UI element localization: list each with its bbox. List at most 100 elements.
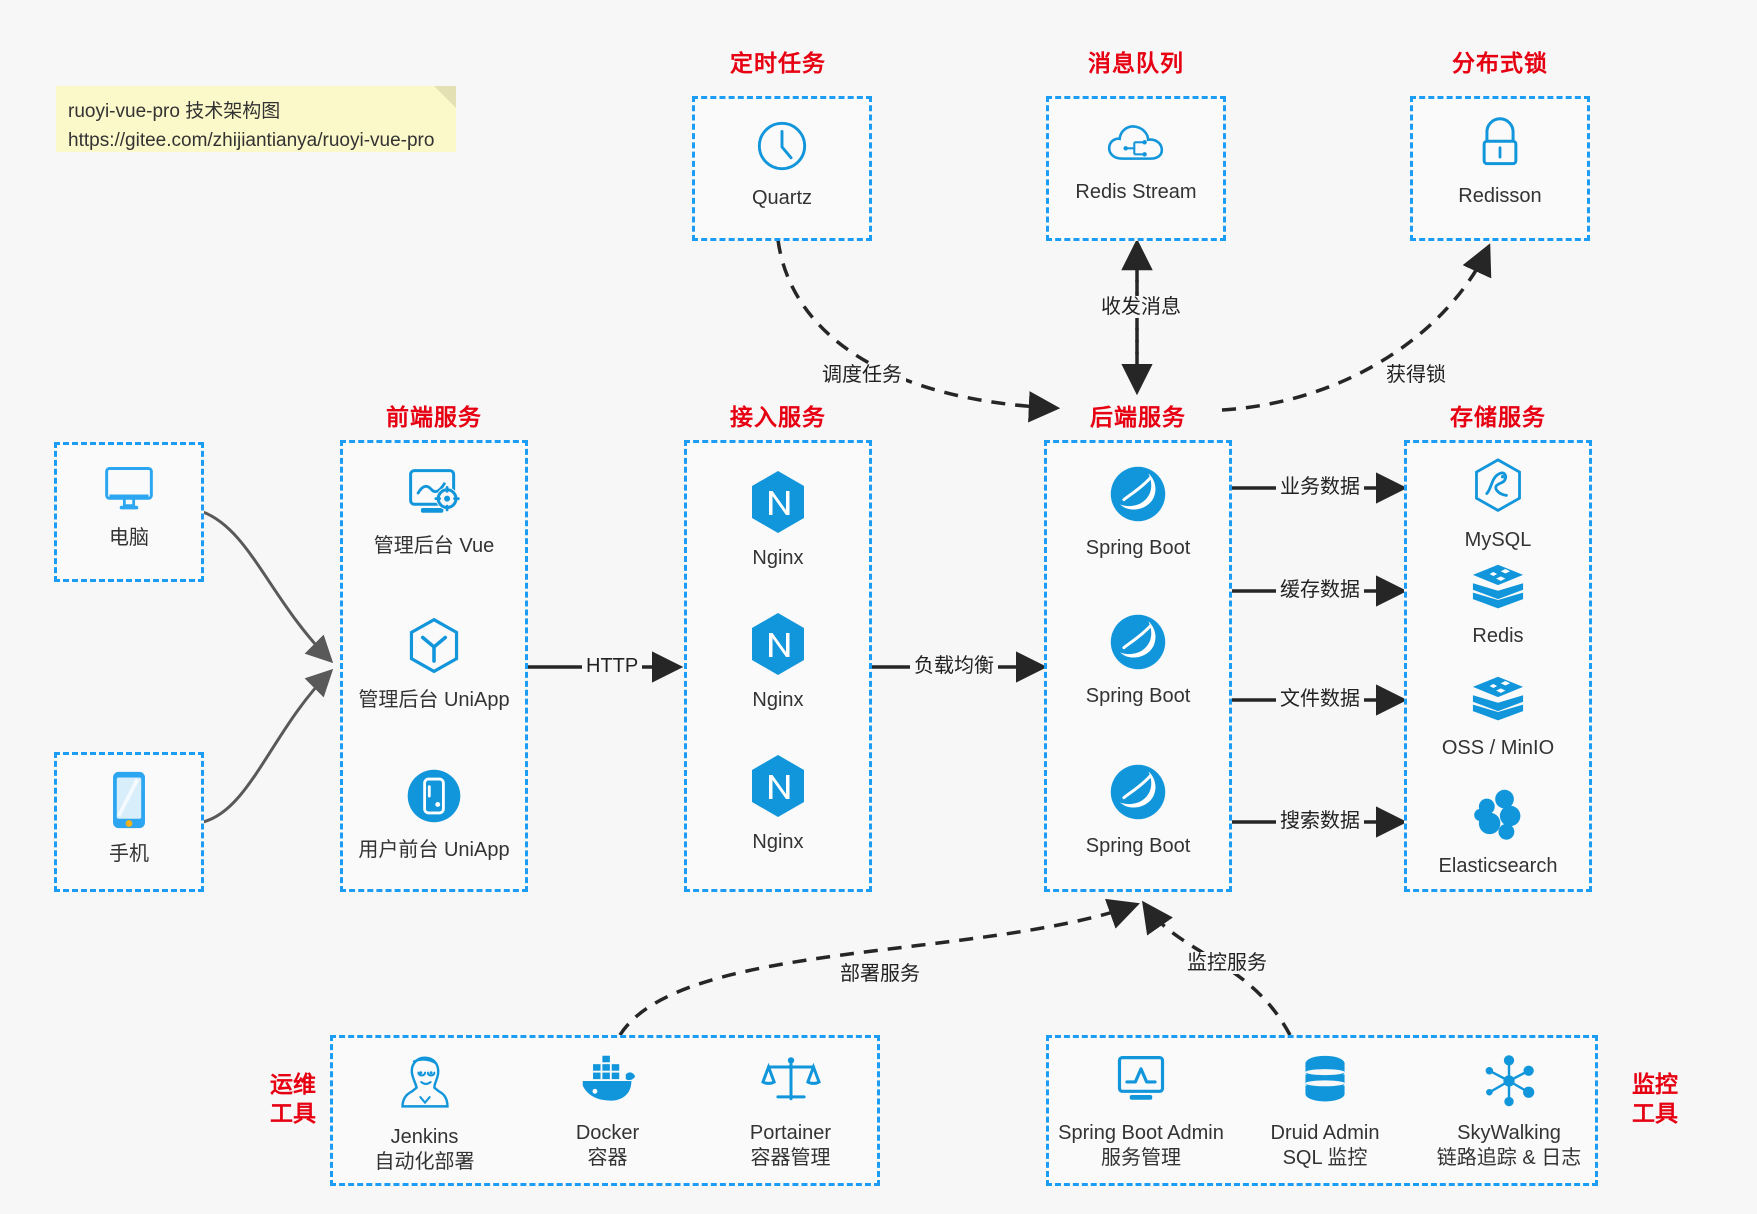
group-lock: Redisson (1410, 96, 1590, 241)
group-storage: MySQL Redis (1404, 440, 1592, 892)
lock-icon (1472, 115, 1528, 178)
cube-icon (403, 615, 465, 682)
cloud-stream-icon (1105, 119, 1167, 174)
node-label: Spring Boot Admin (1058, 1122, 1224, 1144)
node-label: Nginx (752, 547, 804, 569)
node-label: Redisson (1458, 185, 1542, 207)
group-device-desktop: 电脑 (54, 442, 204, 582)
node-sublabel: 容器管理 (750, 1147, 831, 1169)
elasticsearch-icon (1469, 787, 1527, 848)
node-label: 管理后台 UniApp (358, 689, 510, 711)
group-title-backend: 后端服务 (1090, 404, 1186, 430)
group-frontend: 管理后台 Vue 管理后台 UniApp 用户前台 (340, 440, 528, 892)
edge-label-file-data: 文件数据 (1276, 688, 1364, 710)
edge-label-monitor-service: 监控服务 (1183, 952, 1271, 974)
node-label: Elasticsearch (1438, 855, 1558, 877)
clock-icon (753, 117, 811, 180)
redis-icon (1469, 673, 1527, 730)
node-redis-stream[interactable]: Redis Stream (1049, 119, 1223, 205)
edge-label-http: HTTP (582, 655, 643, 677)
node-label: 用户前台 UniApp (358, 839, 510, 861)
node-quartz[interactable]: Quartz (695, 117, 869, 211)
edge-label-send-receive: 收发消息 (1097, 296, 1185, 318)
spring-boot-icon (1107, 463, 1169, 530)
node-admin-vue[interactable]: 管理后台 Vue (343, 465, 525, 559)
node-label: Docker (575, 1122, 640, 1144)
group-monitor: Spring Boot Admin 服务管理 (1046, 1035, 1598, 1186)
nginx-icon (748, 611, 808, 682)
devops-title-line1: 运维 (270, 1071, 316, 1097)
node-nginx-1[interactable]: Nginx (687, 469, 869, 571)
node-phone[interactable]: 手机 (57, 769, 201, 867)
spring-boot-icon (1107, 761, 1169, 828)
node-portainer[interactable]: Portainer 容器管理 (699, 1052, 882, 1171)
nginx-icon (748, 753, 808, 824)
node-desktop[interactable]: 电脑 (57, 461, 201, 551)
node-sublabel: SQL 监控 (1282, 1147, 1368, 1169)
node-jenkins[interactable]: Jenkins 自动化部署 (333, 1052, 516, 1175)
node-spring-boot-2[interactable]: Spring Boot (1047, 611, 1229, 709)
node-label: Spring Boot (1085, 685, 1191, 707)
devops-title-line2: 工具 (270, 1099, 316, 1126)
monitor-title-line2: 工具 (1632, 1099, 1678, 1126)
scales-icon (760, 1052, 821, 1115)
node-sublabel: 自动化部署 (374, 1151, 475, 1173)
edge-label-acquire-lock: 获得锁 (1382, 364, 1450, 386)
node-spring-boot-admin[interactable]: Spring Boot Admin 服务管理 (1049, 1052, 1233, 1171)
node-label: 电脑 (109, 527, 149, 549)
group-backend: Spring Boot Spring Boot Spring Boot (1044, 440, 1232, 892)
node-spring-boot-1[interactable]: Spring Boot (1047, 463, 1229, 561)
edge-label-search-data: 搜索数据 (1276, 810, 1364, 832)
node-nginx-2[interactable]: Nginx (687, 611, 869, 713)
monitor-chart-icon (1111, 1052, 1171, 1115)
node-label: Portainer (749, 1122, 832, 1144)
group-title-scheduler: 定时任务 (730, 50, 826, 76)
node-mysql[interactable]: MySQL (1407, 457, 1589, 553)
node-user-uniapp[interactable]: 用户前台 UniApp (343, 765, 525, 863)
node-label: Redis (1472, 625, 1524, 647)
jenkins-icon (396, 1052, 454, 1119)
group-title-monitor: 监控 工具 (1620, 1070, 1690, 1128)
node-oss-minio[interactable]: OSS / MinIO (1407, 673, 1589, 761)
node-redisson[interactable]: Redisson (1413, 115, 1587, 209)
node-druid-admin[interactable]: Druid Admin SQL 监控 (1233, 1052, 1417, 1171)
group-title-storage: 存储服务 (1450, 404, 1546, 430)
dashboard-gear-icon (403, 465, 465, 528)
skywalking-icon (1479, 1052, 1539, 1115)
node-nginx-3[interactable]: Nginx (687, 753, 869, 855)
node-label: SkyWalking (1457, 1122, 1561, 1144)
note-title: ruoyi-vue-pro 技术架构图 (68, 101, 281, 122)
node-label: Quartz (751, 187, 813, 209)
node-admin-uniapp[interactable]: 管理后台 UniApp (343, 615, 525, 713)
node-label: Redis Stream (1075, 181, 1197, 203)
monitor-title-line1: 监控 (1632, 1071, 1678, 1097)
group-device-phone: 手机 (54, 752, 204, 892)
edge-label-deploy-service: 部署服务 (836, 963, 924, 985)
node-label: 管理后台 Vue (373, 535, 495, 557)
node-label: Nginx (752, 831, 804, 853)
mysql-icon (1469, 457, 1527, 522)
database-icon (1298, 1052, 1352, 1115)
node-label: Jenkins (390, 1126, 459, 1148)
node-sublabel: 容器 (587, 1147, 628, 1169)
note-url: https://gitee.com/zhijiantianya/ruoyi-vu… (68, 129, 435, 151)
edge-label-business-data: 业务数据 (1276, 476, 1364, 498)
group-title-gateway: 接入服务 (730, 404, 826, 430)
node-skywalking[interactable]: SkyWalking 链路追踪 & 日志 (1417, 1052, 1601, 1171)
node-sublabel: 服务管理 (1101, 1147, 1181, 1169)
node-redis[interactable]: Redis (1407, 561, 1589, 649)
group-devops: Jenkins 自动化部署 (330, 1035, 880, 1186)
redis-icon (1469, 561, 1527, 618)
desktop-icon (99, 461, 159, 520)
edge-label-schedule-task: 调度任务 (818, 364, 906, 386)
group-title-frontend: 前端服务 (386, 404, 482, 430)
node-spring-boot-3[interactable]: Spring Boot (1047, 761, 1229, 859)
edge-label-cache-data: 缓存数据 (1276, 579, 1364, 601)
group-mq: Redis Stream (1046, 96, 1226, 241)
node-elasticsearch[interactable]: Elasticsearch (1407, 787, 1589, 879)
group-title-lock: 分布式锁 (1452, 50, 1548, 76)
node-docker[interactable]: Docker 容器 (516, 1052, 699, 1171)
edge-label-load-balance: 负载均衡 (910, 655, 998, 677)
group-title-mq: 消息队列 (1088, 50, 1184, 76)
